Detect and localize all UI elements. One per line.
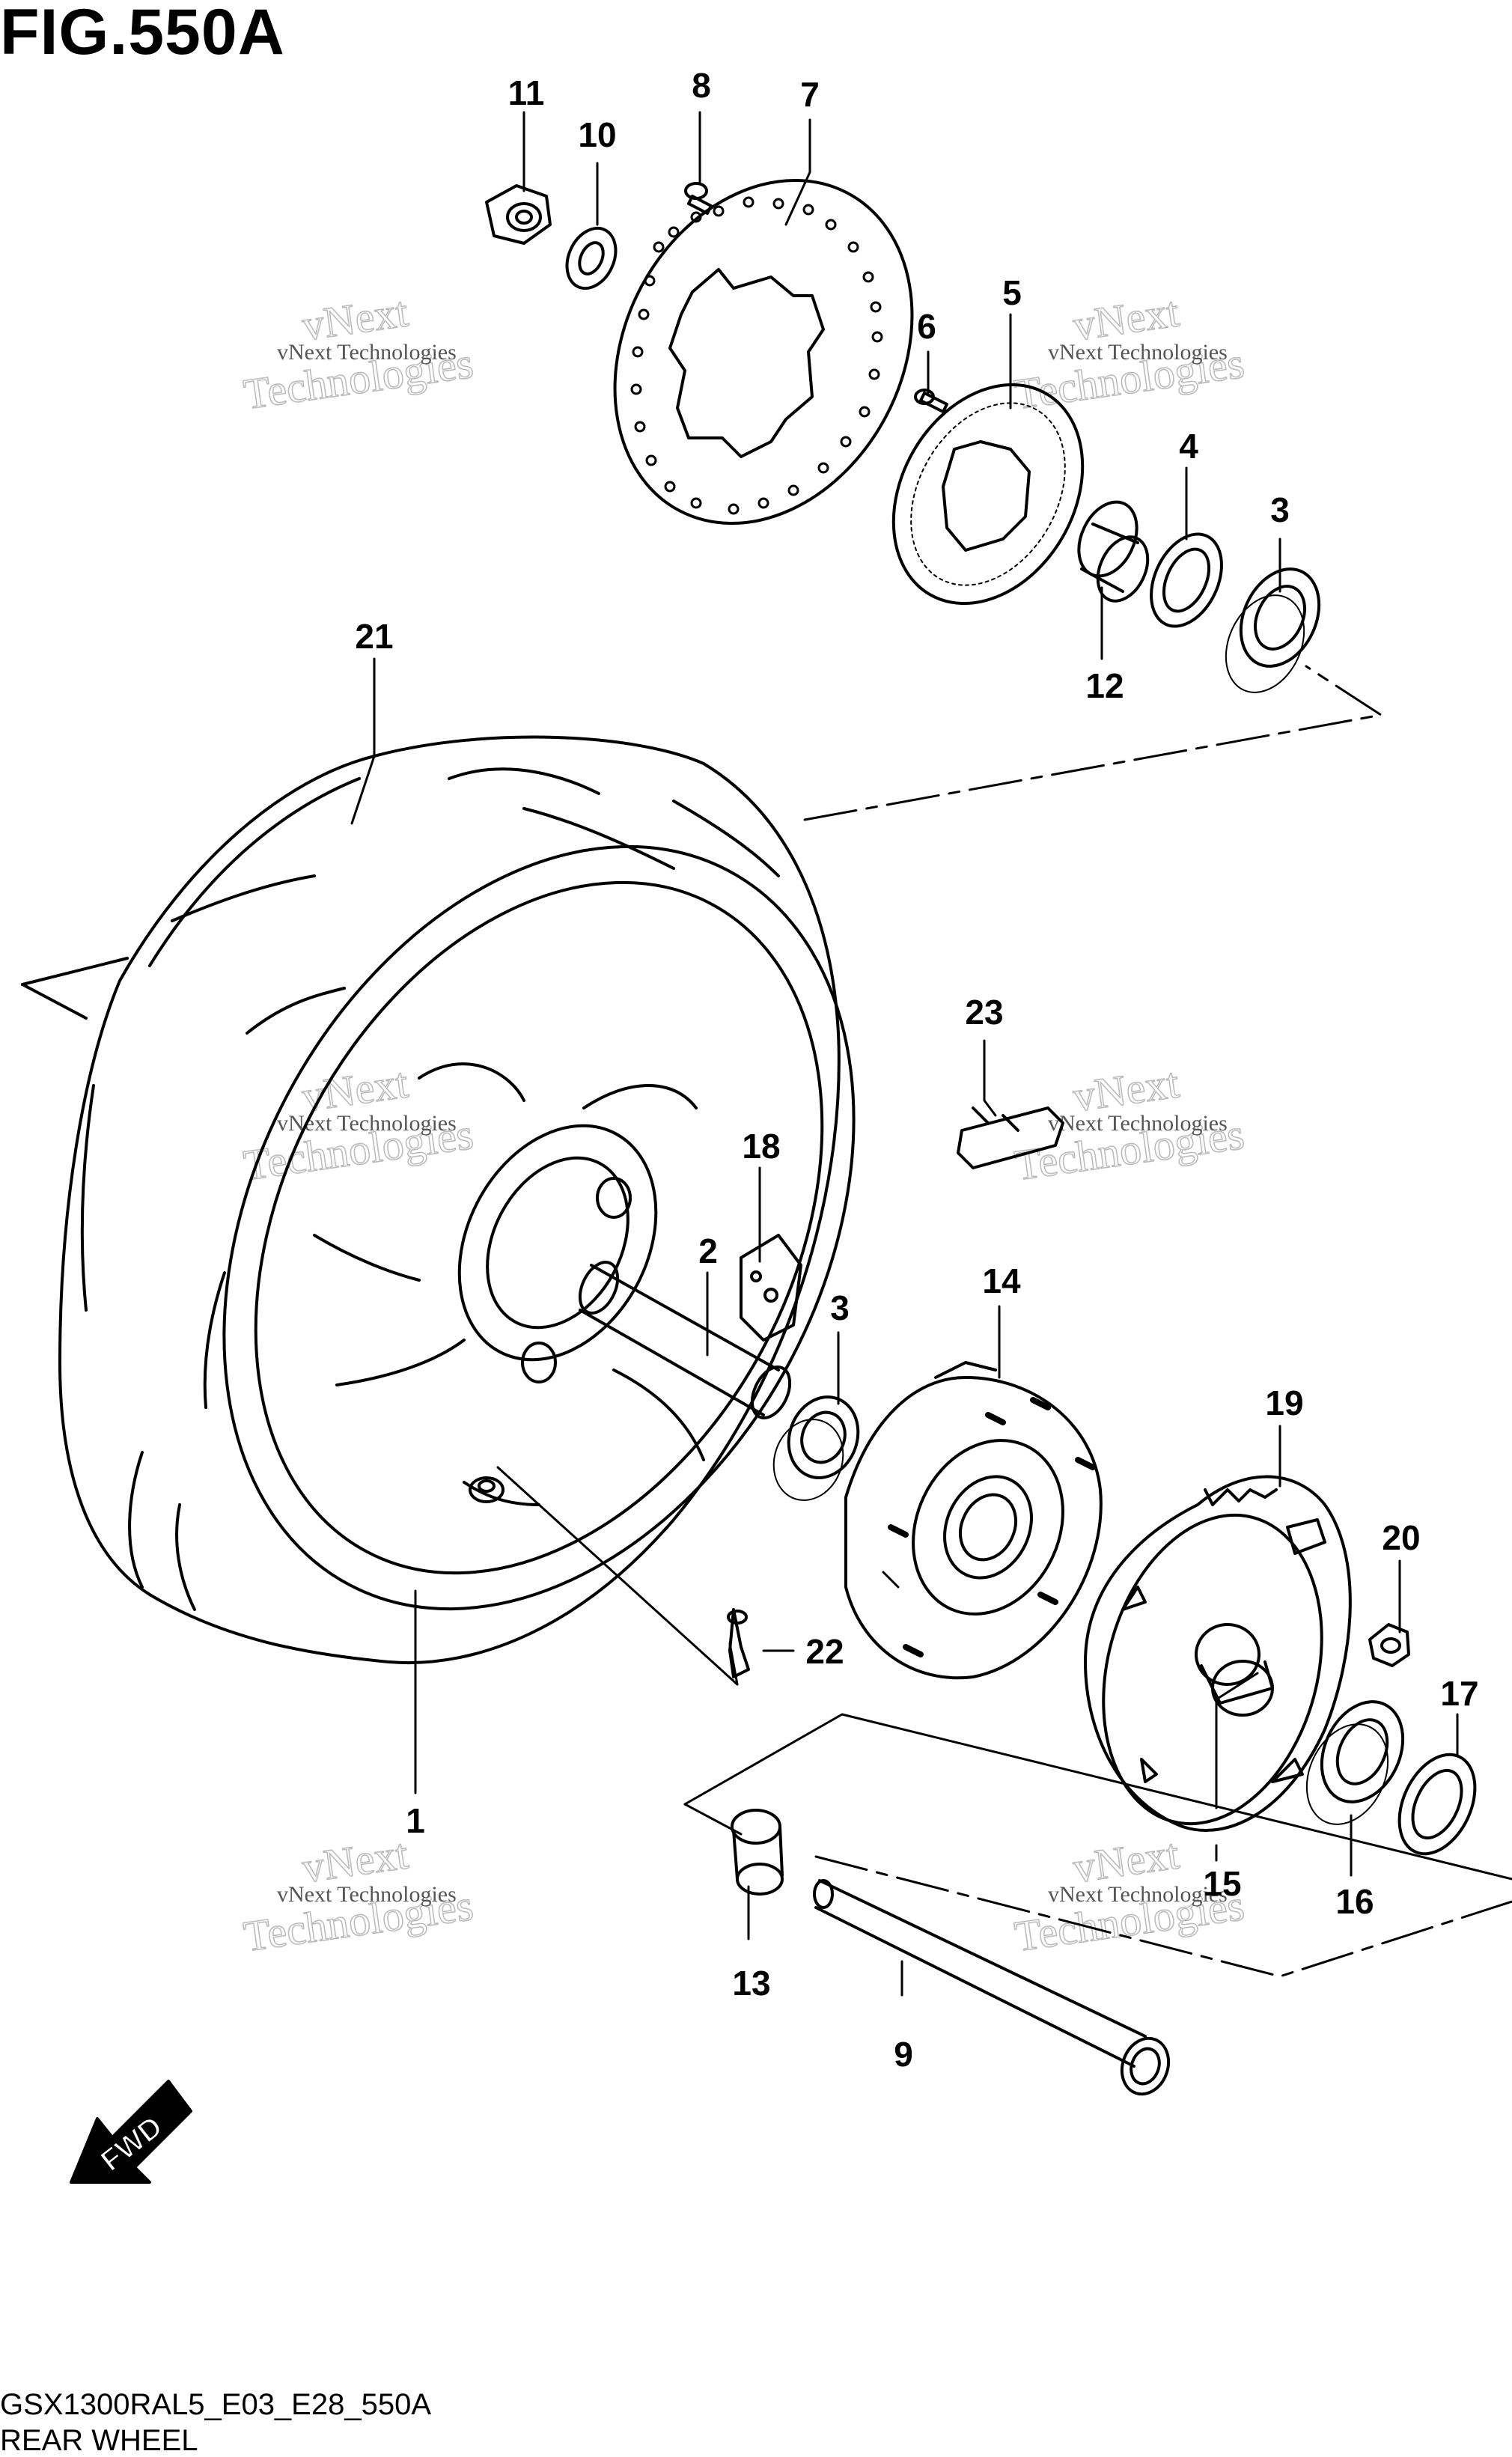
part-label-20: 20 bbox=[1382, 1518, 1420, 1557]
assembly-line bbox=[803, 665, 1383, 821]
part-label-14: 14 bbox=[982, 1261, 1021, 1300]
watermark-text: vNext Technologies bbox=[1048, 1111, 1228, 1136]
bearing-part bbox=[1305, 1700, 1405, 1825]
oil-seal-part bbox=[1397, 1753, 1477, 1856]
valve-part bbox=[727, 1608, 750, 1678]
part-label-23: 23 bbox=[965, 993, 1003, 1032]
part-label-8: 8 bbox=[692, 66, 711, 105]
part-labels: 11 10 8 7 6 5 4 3 12 21 23 18 2 3 14 19 … bbox=[355, 66, 1478, 2074]
part-label-10: 10 bbox=[578, 115, 616, 154]
watermark-text: vNext Technologies bbox=[277, 1882, 457, 1907]
part-label-21: 21 bbox=[355, 617, 393, 656]
part-label-16: 16 bbox=[1335, 1882, 1374, 1921]
watermark-text: vNext Technologies bbox=[1048, 340, 1228, 365]
watermark-text: vNext Technologies bbox=[277, 340, 457, 365]
part-label-7: 7 bbox=[800, 75, 820, 114]
watermark-text: vNext Technologies bbox=[1048, 1882, 1228, 1907]
balance-weight bbox=[957, 1106, 1064, 1169]
part-label-9: 9 bbox=[894, 2035, 913, 2074]
part-label-11: 11 bbox=[508, 73, 545, 112]
bolt-part bbox=[684, 182, 713, 215]
tire bbox=[21, 735, 841, 1664]
part-label-5: 5 bbox=[1002, 273, 1022, 312]
part-label-22: 22 bbox=[805, 1632, 844, 1671]
sprocket-bushing bbox=[1195, 1623, 1274, 1717]
wheel-rim bbox=[222, 844, 856, 1611]
part-label-6: 6 bbox=[917, 307, 936, 346]
washer-part bbox=[565, 226, 618, 290]
part-label-13: 13 bbox=[732, 1964, 770, 2003]
part-label-19: 19 bbox=[1265, 1383, 1303, 1422]
screw-part bbox=[914, 389, 948, 413]
leader-line bbox=[350, 111, 1459, 1997]
axle-spacer bbox=[578, 1261, 792, 1419]
oil-seal-part bbox=[1150, 532, 1223, 628]
figure-title: FIG.550A bbox=[0, 0, 285, 68]
sensor-rotor bbox=[891, 383, 1085, 606]
bearing-part bbox=[772, 1395, 860, 1501]
forward-direction-badge: FWD bbox=[70, 2080, 192, 2184]
sprocket-hub bbox=[844, 1361, 1103, 1680]
leader-line bbox=[496, 1466, 739, 1686]
part-label-12: 12 bbox=[1085, 666, 1124, 705]
bearing-part bbox=[1225, 567, 1321, 693]
figure-name: REAR WHEEL bbox=[0, 2424, 198, 2457]
part-label-4: 4 bbox=[1179, 427, 1198, 466]
brake-disc bbox=[613, 178, 914, 526]
spacer-part bbox=[731, 1809, 784, 1896]
nut-part bbox=[485, 184, 552, 245]
part-label-15: 15 bbox=[1203, 1864, 1241, 1903]
rear-axle bbox=[813, 1879, 1171, 2096]
part-label-1: 1 bbox=[406, 1801, 425, 1840]
rear-sprocket bbox=[1084, 1475, 1352, 1832]
spacer-part bbox=[1077, 500, 1150, 603]
watermark: vNext Technologies vNext Technologies vN… bbox=[240, 287, 1248, 1961]
figure-code: GSX1300RAL5_E03_E28_550A bbox=[0, 2388, 432, 2421]
part-label-2: 2 bbox=[698, 1231, 718, 1270]
part-label-18: 18 bbox=[742, 1127, 780, 1166]
part-label-3-top: 3 bbox=[1270, 490, 1290, 529]
damper-part bbox=[740, 1234, 802, 1342]
part-label-17: 17 bbox=[1440, 1674, 1478, 1713]
part-label-3-mid: 3 bbox=[830, 1288, 850, 1327]
sprocket-nut bbox=[1368, 1623, 1410, 1667]
